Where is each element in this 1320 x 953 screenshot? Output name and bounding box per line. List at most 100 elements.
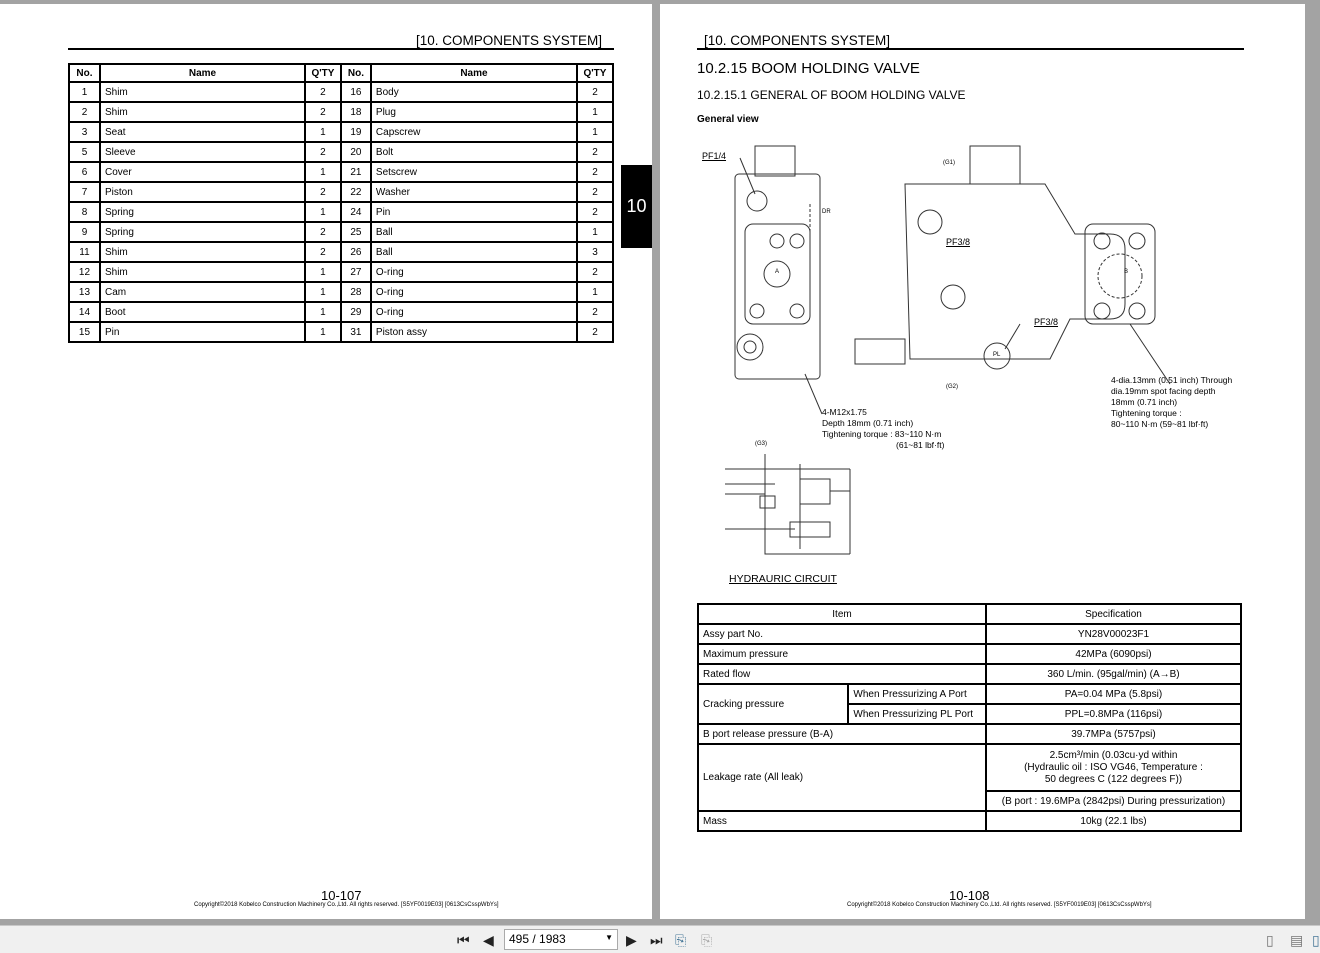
- dr-label: DR: [822, 209, 831, 215]
- page-number: 10-107: [321, 888, 362, 903]
- part-name: O-ring: [369, 281, 578, 303]
- pf38-label: PF3/8: [1034, 317, 1059, 327]
- part-qty: 2: [575, 261, 615, 283]
- part-qty: 2: [575, 201, 615, 223]
- chevron-down-icon[interactable]: ▼: [605, 933, 613, 942]
- part-qty: 1: [303, 201, 342, 223]
- part-qty: 2: [303, 101, 342, 123]
- note-line: Depth 18mm (0.71 inch): [822, 418, 914, 428]
- part-name: Shim: [98, 261, 306, 283]
- first-page-icon[interactable]: ⏮: [457, 932, 470, 948]
- item-cell: B port release pressure (B-A): [697, 723, 987, 745]
- note-line: Tightening torque :: [1111, 408, 1182, 418]
- column-header: Name: [369, 63, 578, 83]
- previous-page-icon[interactable]: ◀: [483, 932, 494, 948]
- part-no: 29: [339, 301, 372, 323]
- sub-item-cell: When Pressurizing PL Port: [847, 703, 987, 725]
- table-row: B port release pressure (B-A)39.7MPa (57…: [697, 723, 1243, 745]
- go-forward-view-icon[interactable]: ⎘: [701, 932, 713, 948]
- part-no: 26: [339, 241, 372, 263]
- part-name: Pin: [98, 321, 306, 343]
- part-name: Pin: [369, 201, 578, 223]
- page-number-select[interactable]: 495 / 1983 ▼: [504, 929, 618, 950]
- part-no: 1: [68, 81, 101, 103]
- g3-label: (G3): [755, 441, 767, 447]
- part-name: Spring: [98, 221, 306, 243]
- facing-view-icon[interactable]: ▯: [1312, 932, 1320, 948]
- part-no: 15: [68, 321, 101, 343]
- part-name: Setscrew: [369, 161, 578, 183]
- item-cell: Cracking pressure: [696, 683, 850, 725]
- bolt-note: 4-M12x1.75 Depth 18mm (0.71 inch) Tighte…: [822, 407, 944, 451]
- go-back-view-icon[interactable]: ⎘: [675, 932, 687, 948]
- sub-item-cell: When Pressurizing A Port: [847, 683, 987, 705]
- copyright: Copyright©2018 Kobelco Construction Mach…: [194, 902, 499, 908]
- part-qty: 2: [575, 321, 615, 343]
- table-row: (B port : 19.6MPa (2842psi) During press…: [698, 790, 1243, 812]
- spec-cell: 10kg (22.1 lbs): [984, 810, 1243, 832]
- table-row: Assy part No.YN28V00023F1: [697, 623, 1243, 645]
- part-no: 28: [339, 281, 372, 303]
- part-no: 12: [68, 261, 101, 283]
- section-title: 10.2.15 BOOM HOLDING VALVE: [697, 60, 920, 77]
- part-qty: 1: [303, 161, 342, 183]
- column-header: Q'TY: [303, 63, 342, 83]
- g2-label: (G2): [946, 384, 958, 390]
- part-name: Ball: [369, 241, 578, 263]
- header-spec: Specification: [984, 603, 1243, 625]
- part-name: Cover: [98, 161, 306, 183]
- part-name: Cam: [98, 281, 306, 303]
- spec-line: 2.5cm³/min (0.03cu·yd within: [1049, 749, 1178, 761]
- part-name: Spring: [98, 201, 306, 223]
- part-name: Ball: [369, 221, 578, 243]
- spec-cell: 42MPa (6090psi): [984, 643, 1243, 665]
- part-name: Capscrew: [369, 121, 578, 143]
- page-header: [10. COMPONENTS SYSTEM]: [704, 33, 891, 48]
- part-qty: 2: [575, 181, 615, 203]
- note-line: dia.19mm spot facing depth: [1111, 386, 1216, 396]
- part-no: 27: [339, 261, 372, 283]
- last-page-icon[interactable]: ⏭: [650, 932, 663, 948]
- part-name: Shim: [98, 241, 306, 263]
- copyright: Copyright©2018 Kobelco Construction Mach…: [847, 902, 1152, 908]
- circuit-caption: HYDRAURIC CIRCUIT: [729, 573, 837, 585]
- part-qty: 2: [303, 141, 342, 163]
- part-no: 13: [68, 281, 101, 303]
- part-qty: 1: [303, 121, 342, 143]
- page-field-value: 495 / 1983: [509, 932, 566, 946]
- note-line: 4-M12x1.75: [822, 407, 867, 417]
- page-header: [10. COMPONENTS SYSTEM]: [416, 33, 603, 48]
- part-qty: 1: [575, 221, 615, 243]
- note-line: 80~110 N·m (59~81 lbf·ft): [1111, 419, 1209, 429]
- item-cell: Assy part No.: [697, 623, 987, 645]
- part-no: 7: [68, 181, 101, 203]
- part-name: Plug: [369, 101, 578, 123]
- next-page-icon[interactable]: ▶: [626, 932, 637, 948]
- part-qty: 1: [303, 261, 342, 283]
- part-no: 19: [339, 121, 372, 143]
- right-page: [10. COMPONENTS SYSTEM] 10.2.15 BOOM HOL…: [660, 4, 1305, 919]
- a-port-label: A: [775, 269, 780, 275]
- continuous-view-icon[interactable]: ▤: [1290, 932, 1304, 948]
- pf14-label: PF1/4: [702, 151, 727, 161]
- part-name: Seat: [98, 121, 306, 143]
- part-no: 9: [68, 221, 101, 243]
- part-name: Body: [369, 81, 578, 103]
- spec-line: 50 degrees C (122 degrees F)): [1044, 773, 1183, 785]
- spec-cell: PA=0.04 MPa (5.8psi): [984, 683, 1243, 705]
- single-page-view-icon[interactable]: ▯: [1266, 932, 1274, 948]
- part-qty: 3: [575, 241, 615, 263]
- note-line: 4-dia.13mm (0.51 inch) Through: [1111, 375, 1233, 385]
- b-port-label: B: [1124, 269, 1129, 275]
- part-no: 21: [339, 161, 372, 183]
